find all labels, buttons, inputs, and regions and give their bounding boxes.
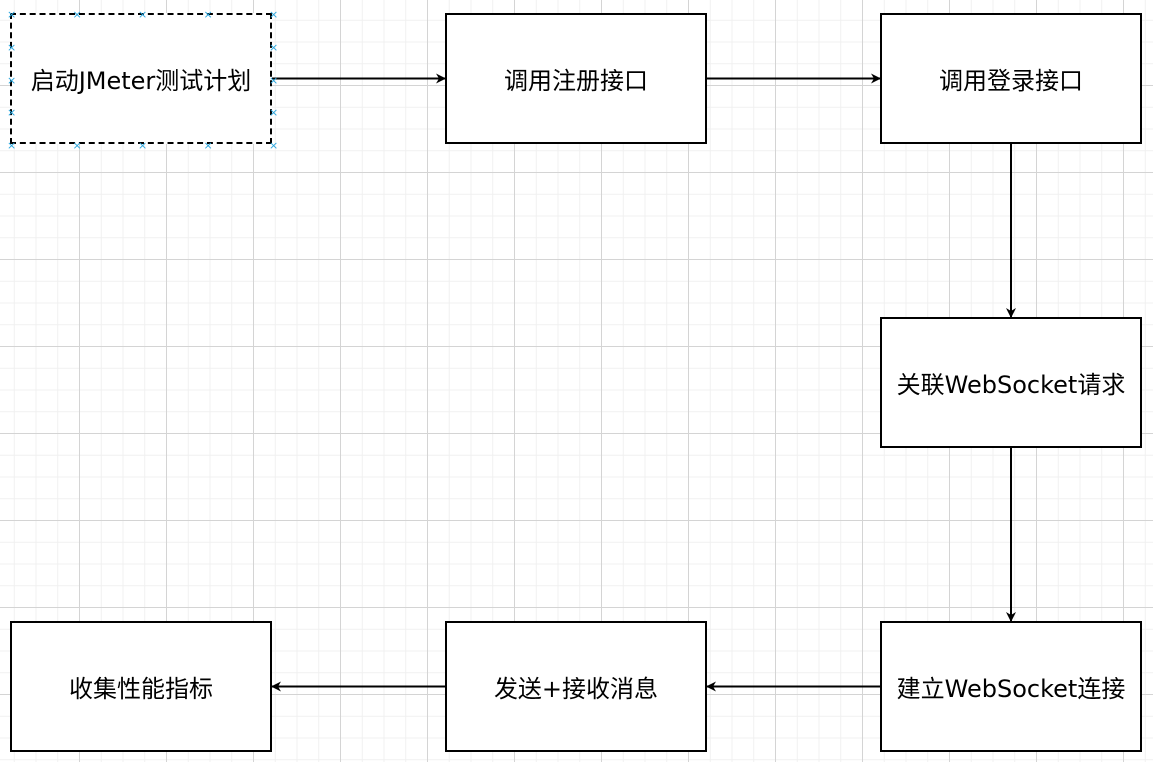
node-start-jmeter-test-plan[interactable]: 启动JMeter测试计划 ××××××××××××××××	[7, 9, 278, 151]
node-label: 调用注册接口	[504, 67, 648, 95]
node-label: 调用登录接口	[939, 67, 1083, 95]
node-call-login-api[interactable]: 调用登录接口	[880, 13, 1142, 144]
node-label: 发送+接收消息	[493, 675, 659, 703]
node-call-register-api[interactable]: 调用注册接口	[445, 13, 707, 144]
node-collect-performance-metrics[interactable]: 收集性能指标	[10, 621, 272, 752]
node-send-receive-messages[interactable]: 发送+接收消息	[445, 621, 707, 752]
node-correlate-websocket-request[interactable]: 关联WebSocket请求	[880, 317, 1142, 448]
node-label: 关联WebSocket请求	[896, 371, 1126, 399]
node-label: 启动JMeter测试计划	[30, 67, 252, 95]
node-establish-websocket-connection[interactable]: 建立WebSocket连接	[880, 621, 1142, 752]
node-label: 建立WebSocket连接	[896, 675, 1126, 703]
node-label: 收集性能指标	[69, 675, 213, 703]
